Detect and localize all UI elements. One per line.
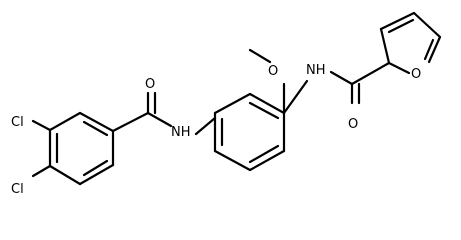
molecule-drawing: Cl Cl O NH O NH O O <box>11 11 442 197</box>
atom-label-o-methoxy: O <box>268 64 278 79</box>
atom-label-nh-left: NH <box>171 125 191 140</box>
atom-label-o-amide-right: O <box>348 117 358 132</box>
atom-labels: Cl Cl O NH O NH O O <box>11 63 421 197</box>
atom-label-cl-upper: Cl <box>11 115 24 130</box>
atom-label-o-amide-left: O <box>145 77 155 92</box>
atom-label-cl-lower: Cl <box>11 182 24 197</box>
bond-lines <box>31 11 442 186</box>
structure-diagram: Cl Cl O NH O NH O O <box>11 11 442 197</box>
atom-label-o-furan: O <box>411 67 421 82</box>
atom-label-nh-right: NH <box>306 63 326 78</box>
